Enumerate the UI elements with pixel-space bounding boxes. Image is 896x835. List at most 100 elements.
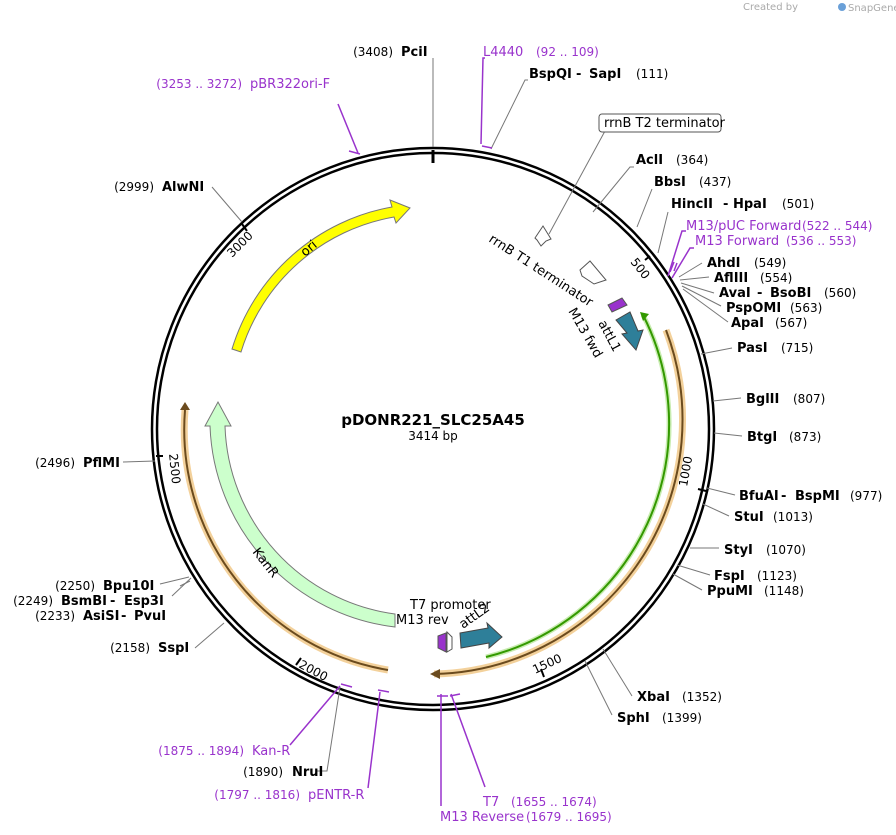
site-stui[interactable]: StuI (1013): [734, 510, 813, 525]
svg-text:(501): (501): [782, 197, 814, 211]
site-btgi[interactable]: BtgI (873): [747, 430, 821, 445]
primer-t7[interactable]: T7 (1655 .. 1674): [482, 795, 597, 810]
m13-fwd-arrow[interactable]: [607, 297, 628, 313]
svg-text:AlwNI: AlwNI: [162, 180, 204, 195]
site-sspi[interactable]: (2158) SspI: [110, 641, 189, 656]
t7-promoter-arrow[interactable]: [446, 630, 453, 653]
site-pciI[interactable]: (3408) PciI: [353, 45, 427, 60]
svg-text:BglII: BglII: [746, 392, 779, 407]
svg-text:(2496): (2496): [35, 456, 75, 470]
svg-text:-: -: [781, 489, 786, 504]
svg-text:M13 Reverse: M13 Reverse: [440, 810, 524, 825]
orange-feature-right[interactable]: [433, 329, 684, 675]
svg-text:HincII: HincII: [671, 197, 713, 212]
site-hincii-hpai[interactable]: HincII - HpaI (501): [671, 197, 814, 212]
svg-text:(873): (873): [789, 430, 821, 444]
site-apai[interactable]: ApaI (567): [731, 316, 807, 331]
svg-text:(1679 .. 1695): (1679 .. 1695): [526, 810, 612, 824]
svg-text:SphI: SphI: [617, 711, 650, 726]
svg-text:XbaI: XbaI: [637, 690, 670, 705]
green-feature-halo: [485, 313, 672, 660]
orange-feature-left-head: [180, 402, 190, 410]
svg-text:PciI: PciI: [401, 45, 428, 60]
svg-text:FspI: FspI: [714, 569, 745, 584]
svg-text:(1890): (1890): [243, 765, 283, 779]
site-pasi[interactable]: PasI (715): [737, 341, 813, 356]
svg-text:PflMI: PflMI: [83, 456, 120, 471]
site-ahdi[interactable]: AhdI (549): [707, 256, 786, 271]
watermark-text: Created by: [743, 2, 798, 13]
svg-text:AhdI: AhdI: [707, 256, 740, 271]
kanr-feature-arrow[interactable]: [204, 400, 396, 628]
svg-text:-: -: [121, 609, 126, 624]
site-sphi[interactable]: SphI (1399): [617, 711, 702, 726]
site-pspomi[interactable]: PspOMI (563): [726, 301, 822, 316]
primer-pentr-r[interactable]: (1797 .. 1816) pENTR-R: [214, 788, 364, 803]
site-asisi-pvui[interactable]: (2233) AsiSI - PvuI: [35, 609, 166, 624]
site-bsmbi-esp3i[interactable]: (2249) BsmBI - Esp3I: [13, 594, 164, 609]
site-leaders: [122, 58, 743, 772]
svg-text:(2250): (2250): [55, 579, 95, 593]
site-bbsi[interactable]: BbsI (437): [654, 175, 731, 190]
svg-text:StuI: StuI: [734, 510, 764, 525]
primer-m13-reverse[interactable]: M13 Reverse (1679 .. 1695): [440, 810, 612, 825]
svg-text:M13/pUC Forward: M13/pUC Forward: [686, 219, 801, 234]
svg-text:(1013): (1013): [773, 510, 813, 524]
site-ppumi[interactable]: PpuMI (1148): [707, 584, 804, 599]
svg-text:(3253 .. 3272): (3253 .. 3272): [156, 77, 242, 91]
svg-text:500: 500: [628, 255, 653, 282]
orange-feature-left[interactable]: [183, 409, 389, 671]
site-acli[interactable]: AclI (364): [636, 153, 708, 168]
svg-text:(2233): (2233): [35, 609, 75, 623]
svg-text:Bpu10I: Bpu10I: [103, 579, 154, 594]
rrnb-t2-leader: [548, 130, 606, 235]
attl2-arrow[interactable]: [459, 621, 503, 650]
site-avai-bsobi[interactable]: AvaI - BsoBI (560): [719, 286, 856, 301]
svg-text:pENTR-R: pENTR-R: [308, 788, 364, 803]
rrnb-t2-terminator-arrow[interactable]: [534, 225, 552, 247]
svg-text:(2999): (2999): [114, 180, 154, 194]
site-bfuai-bspmi[interactable]: BfuAI - BspMI (977): [739, 489, 882, 504]
ori-feature-arrow[interactable]: [231, 199, 411, 353]
rrnb-t2-terminator-label: rrnB T2 terminator: [604, 116, 726, 131]
svg-text:(1123): (1123): [757, 569, 797, 583]
green-feature[interactable]: [485, 314, 671, 658]
svg-text:(1797 .. 1816): (1797 .. 1816): [214, 788, 300, 802]
svg-text:2500: 2500: [166, 453, 183, 485]
site-bspqi-sapi[interactable]: BspQI - SapI (111): [529, 67, 668, 82]
svg-text:(1399): (1399): [662, 711, 702, 725]
site-styi[interactable]: StyI (1070): [724, 543, 806, 558]
svg-text:(92 .. 109): (92 .. 109): [536, 45, 599, 59]
svg-text:(3408): (3408): [353, 45, 393, 59]
svg-text:(563): (563): [790, 301, 822, 315]
svg-text:(807): (807): [793, 392, 825, 406]
primer-kan-r[interactable]: (1875 .. 1894) Kan-R: [158, 744, 290, 759]
site-alwni[interactable]: (2999) AlwNI: [114, 180, 204, 195]
svg-text:BbsI: BbsI: [654, 175, 686, 190]
site-nrui[interactable]: (1890) NruI: [243, 765, 323, 780]
site-bpu10i[interactable]: (2250) Bpu10I: [55, 579, 154, 594]
svg-text:PspOMI: PspOMI: [726, 301, 781, 316]
site-bglii[interactable]: BglII (807): [746, 392, 825, 407]
primer-m13-forward[interactable]: M13 Forward (536 .. 553): [695, 234, 856, 249]
attl1-arrow[interactable]: [615, 311, 644, 351]
primer-m13-puc-forward[interactable]: M13/pUC Forward (522 .. 544): [686, 219, 872, 234]
primer-l4440[interactable]: L4440 (92 .. 109): [483, 45, 599, 60]
svg-text:L4440: L4440: [483, 45, 523, 60]
svg-text:BspQI: BspQI: [529, 67, 572, 82]
site-afliii[interactable]: AflIII (554): [714, 271, 792, 286]
primer-pbr322ori-f[interactable]: (3253 .. 3272) pBR322ori-F: [156, 77, 330, 92]
svg-text:AsiSI: AsiSI: [83, 609, 119, 624]
m13-rev-arrow[interactable]: [437, 632, 447, 653]
tick-2500: 2500: [156, 453, 183, 485]
site-pflmi[interactable]: (2496) PflMI: [35, 456, 120, 471]
site-fspi[interactable]: FspI (1123): [714, 569, 797, 584]
site-xbai[interactable]: XbaI (1352): [637, 690, 722, 705]
svg-text:ApaI: ApaI: [731, 316, 764, 331]
svg-text:BfuAI: BfuAI: [739, 489, 779, 504]
rrnb-t1-terminator-arrow[interactable]: [579, 260, 607, 285]
svg-text:NruI: NruI: [292, 765, 323, 780]
svg-text:Esp3I: Esp3I: [124, 594, 164, 609]
svg-text:(1070): (1070): [766, 543, 806, 557]
tick-2000: 2000: [295, 657, 330, 684]
